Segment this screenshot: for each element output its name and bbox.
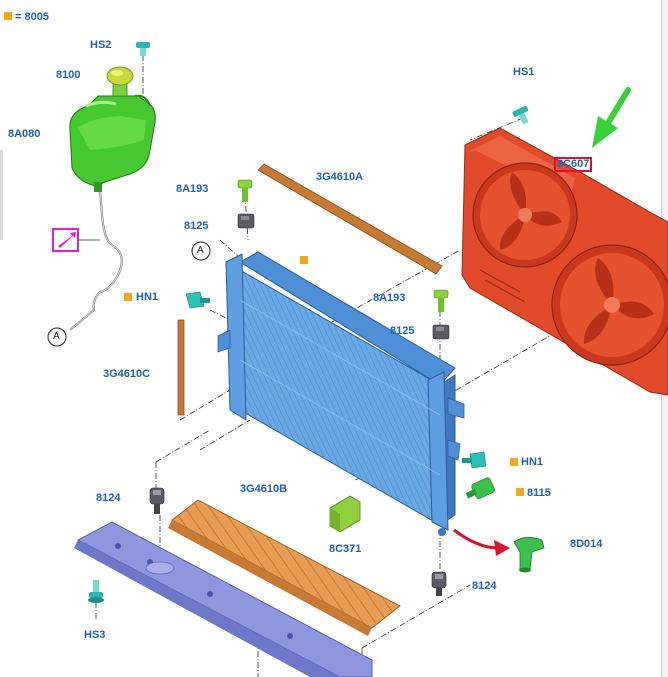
sensor-8115	[465, 477, 495, 499]
coolant-hose	[69, 189, 123, 331]
mount-8a193-right	[433, 289, 449, 312]
bolt-hs3	[88, 580, 104, 603]
legend: = 8005	[4, 11, 49, 23]
label-hn1-right[interactable]: HN1	[521, 456, 544, 468]
magenta-flag-icon[interactable]	[52, 228, 100, 252]
label-hs1[interactable]: HS1	[513, 66, 535, 78]
label-8a080[interactable]: 8A080	[8, 128, 41, 140]
label-8100[interactable]: 8100	[56, 69, 81, 81]
label-8c371[interactable]: 8C371	[329, 543, 362, 555]
label-hs2[interactable]: HS2	[90, 39, 112, 51]
label-8a193-left[interactable]: 8A193	[176, 183, 209, 195]
legend-marker-swatch	[4, 12, 12, 20]
radiator	[217, 251, 465, 536]
mount-8124-right	[431, 571, 447, 596]
marker-8005-hn1-right	[510, 458, 518, 466]
marker-8005-hn1-left	[124, 293, 132, 301]
label-hs3[interactable]: HS3	[84, 629, 106, 641]
callout-a-bottom-label: A	[53, 331, 60, 342]
red-curved-arrow-icon	[453, 528, 510, 556]
bracket-8125-right	[432, 324, 450, 340]
mount-8a193-left	[237, 179, 253, 202]
label-8d014[interactable]: 8D014	[570, 538, 603, 550]
label-8125-left[interactable]: 8125	[184, 220, 209, 232]
clip-hn1-left	[185, 291, 210, 309]
label-8a193-right[interactable]: 8A193	[373, 292, 406, 304]
label-8124-right[interactable]: 8124	[472, 580, 497, 592]
fan-shroud	[461, 127, 668, 396]
fitting-8d014	[513, 537, 545, 573]
marker-8005-radiator-top	[300, 256, 308, 264]
clip-hn1-right	[462, 451, 487, 469]
mount-8124-left	[149, 487, 165, 514]
label-8c607[interactable]: 8C607	[554, 157, 593, 172]
crossmember	[74, 521, 373, 677]
label-8125-right[interactable]: 8125	[390, 325, 415, 337]
seal-3g4610c	[177, 319, 185, 416]
label-8115[interactable]: 8115	[527, 487, 551, 499]
callout-a-top-circle	[191, 241, 211, 261]
air-baffle-3g4610b	[168, 499, 401, 636]
bracket-8c371	[329, 495, 361, 533]
left-scroll-edge	[0, 150, 3, 240]
bracket-8125-left	[237, 213, 255, 229]
label-3g4610c[interactable]: 3G4610C	[103, 368, 151, 380]
seal-3g4610a	[257, 163, 443, 275]
callout-a-bottom-circle	[47, 327, 67, 347]
bolt-hs1	[512, 105, 529, 125]
label-hn1-left[interactable]: HN1	[136, 291, 159, 303]
green-arrow-icon	[592, 87, 631, 148]
label-3g4610b[interactable]: 3G4610B	[240, 483, 288, 495]
label-8124-left[interactable]: 8124	[96, 492, 121, 504]
callout-a-top-label: A	[197, 245, 204, 256]
marker-8005-8115	[516, 488, 524, 496]
legend-text: = 8005	[15, 11, 49, 23]
bolt-hs2	[136, 42, 150, 56]
label-3g4610a[interactable]: 3G4610A	[316, 171, 364, 183]
coolant-reservoir	[69, 66, 156, 192]
